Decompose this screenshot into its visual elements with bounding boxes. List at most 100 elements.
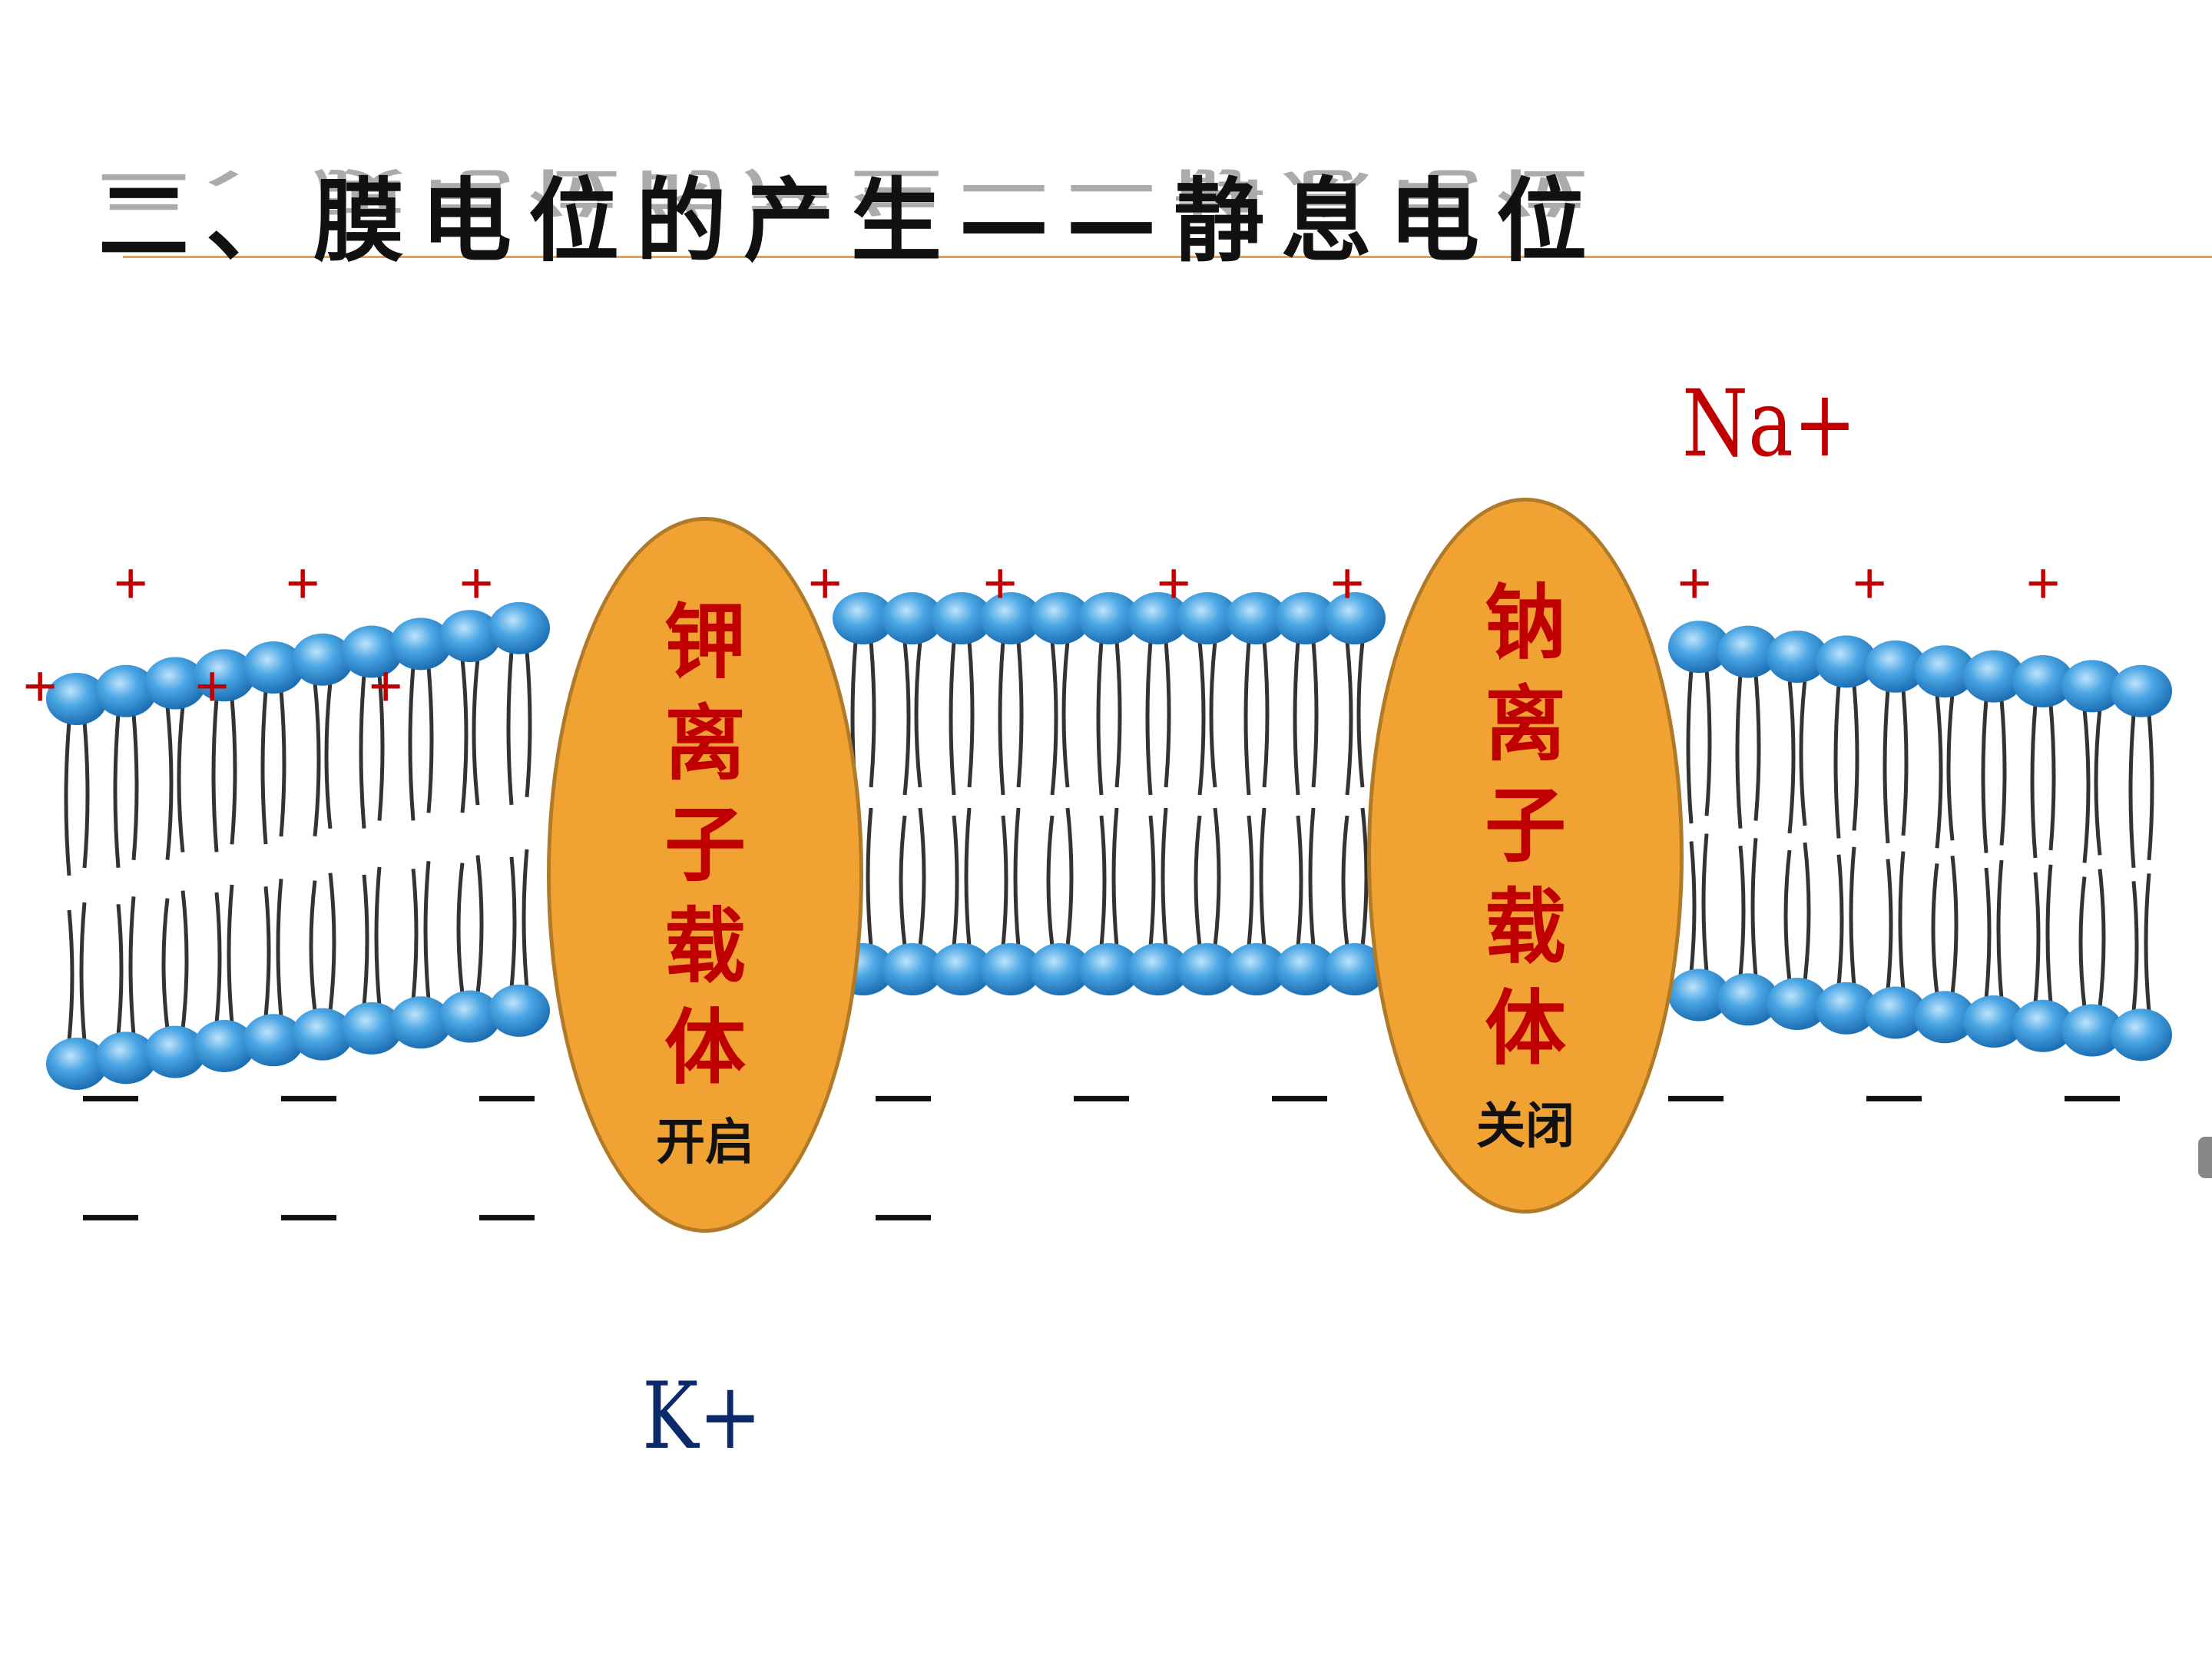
carrier-char: 载 bbox=[1485, 879, 1566, 975]
positive-charge-sign: + bbox=[808, 551, 843, 616]
negative-charge-sign: — bbox=[281, 1184, 336, 1245]
phospholipid-head bbox=[1078, 943, 1140, 995]
negative-charge-sign: — bbox=[1272, 1065, 1327, 1126]
phospholipid-head bbox=[1816, 982, 1877, 1035]
phospholipid-tail bbox=[128, 896, 136, 1035]
phospholipid-head bbox=[95, 1031, 157, 1084]
phospholipid-heads bbox=[46, 592, 2172, 1090]
phospholipid-tail bbox=[1849, 846, 1856, 985]
negative-charge-sign: — bbox=[281, 1065, 336, 1126]
phospholipid-head bbox=[1914, 991, 1975, 1044]
phospholipid-tail bbox=[1341, 815, 1349, 947]
phospholipid-head bbox=[1717, 973, 1779, 1026]
phospholipid-tail bbox=[1194, 815, 1202, 947]
phospholipid-tail bbox=[2131, 881, 2139, 1012]
phospholipid-tail bbox=[227, 884, 234, 1024]
phospholipid-tail bbox=[1898, 851, 1906, 990]
sodium-carrier: 钠 离 子 载 体 关闭 bbox=[1367, 498, 1684, 1214]
phospholipid-tail bbox=[899, 815, 907, 947]
negative-charge-sign: — bbox=[2065, 1065, 2120, 1126]
phospholipid-tail bbox=[460, 658, 469, 813]
phospholipid-tail bbox=[2078, 876, 2087, 1008]
phospholipid-tail bbox=[324, 682, 333, 830]
phospholipid-tail bbox=[2048, 704, 2056, 851]
phospholipid-tail bbox=[1735, 674, 1743, 829]
positive-charge-sign: + bbox=[23, 654, 58, 719]
phospholipid-tail bbox=[1050, 641, 1058, 796]
phospholipid-head bbox=[1275, 943, 1336, 995]
phospholipid-tail bbox=[1360, 807, 1369, 947]
phospholipid-head bbox=[1226, 592, 1287, 644]
phospholipid-tail bbox=[408, 667, 416, 821]
potassium-carrier-label: 钾 离 子 载 体 bbox=[551, 591, 859, 1098]
phospholipid-tail bbox=[914, 641, 922, 788]
phospholipid-tail bbox=[2094, 709, 2102, 856]
phospholipid-tail bbox=[2045, 864, 2053, 1004]
phospholipid-tail bbox=[2147, 714, 2154, 861]
phospholipid-tail bbox=[1704, 669, 1712, 816]
phospholipid-tail bbox=[1356, 641, 1365, 788]
phospholipid-tail bbox=[1013, 807, 1021, 947]
carrier-char: 体 bbox=[664, 999, 746, 1095]
carrier-char: 钾 bbox=[664, 594, 746, 690]
phospholipid-tail bbox=[161, 898, 170, 1029]
phospholipid-tail bbox=[869, 641, 876, 788]
phospholipid-head bbox=[1275, 592, 1336, 644]
carrier-char: 子 bbox=[664, 796, 746, 892]
phospholipid-tail bbox=[1935, 694, 1943, 849]
phospholipid-head bbox=[980, 943, 1041, 995]
phospholipid-tail bbox=[1996, 859, 2004, 999]
phospholipid-tail bbox=[1931, 863, 1939, 995]
phospholipid-tail bbox=[374, 866, 382, 1006]
carrier-char: 子 bbox=[1485, 777, 1566, 873]
phospholipid-tail bbox=[2082, 709, 2091, 863]
phospholipid-tail bbox=[1753, 674, 1761, 821]
phospholipid-tail bbox=[1833, 684, 1841, 839]
phospholipid-tail bbox=[967, 641, 975, 788]
phospholipid-tail bbox=[456, 863, 465, 994]
positive-charge-sign: + bbox=[286, 551, 320, 616]
positive-charge-sign: + bbox=[195, 654, 230, 719]
phospholipid-head bbox=[390, 996, 452, 1049]
phospholipid-head bbox=[1668, 621, 1730, 674]
phospholipid-head bbox=[341, 1002, 402, 1055]
phospholipid-head bbox=[1128, 943, 1189, 995]
phospholipid-head bbox=[194, 649, 255, 702]
positive-charge-sign: + bbox=[1330, 551, 1365, 616]
phospholipid-tail bbox=[1148, 815, 1156, 947]
phospholipid-tail bbox=[309, 880, 317, 1012]
phospholipid-head bbox=[2111, 664, 2172, 717]
phospholipid-tail bbox=[1984, 867, 1992, 999]
phospholipid-head bbox=[1324, 592, 1386, 644]
phospholipid-head bbox=[488, 601, 550, 654]
phospholipid-tail bbox=[964, 807, 972, 947]
phospholipid-tail bbox=[1046, 815, 1055, 947]
phospholipid-head bbox=[2012, 999, 2074, 1052]
phospholipid-tail bbox=[1259, 807, 1267, 947]
phospholipid-tail bbox=[423, 861, 431, 1000]
phospholipid-tail bbox=[1836, 854, 1844, 985]
phospholipid-tail bbox=[1111, 807, 1119, 947]
phospholipid-head bbox=[2111, 1008, 2172, 1061]
phospholipid-head bbox=[980, 592, 1041, 644]
phospholipid-tail bbox=[1164, 641, 1171, 788]
carrier-char: 载 bbox=[664, 898, 746, 994]
phospholipid-tail bbox=[2128, 714, 2136, 868]
phospholipid-tail bbox=[1065, 807, 1074, 947]
phospholipid-head bbox=[488, 984, 550, 1037]
phospholipid-tail bbox=[1999, 699, 2007, 846]
phospholipid-tail bbox=[263, 886, 271, 1018]
phospholipid-tail bbox=[1883, 689, 1890, 843]
phospholipid-tail bbox=[2033, 872, 2041, 1004]
phospholipid-head bbox=[1914, 645, 1975, 698]
phospholipid-head bbox=[882, 943, 943, 995]
potassium-ion-label: K+ bbox=[642, 1363, 762, 1470]
phospholipid-tail bbox=[1296, 815, 1303, 947]
phospholipid-tail bbox=[1783, 849, 1792, 982]
phospholipid-tail bbox=[67, 909, 75, 1041]
phospholipid-tail bbox=[1950, 856, 1959, 995]
negative-charge-sign: — bbox=[83, 1184, 138, 1245]
negative-charge-sign: — bbox=[479, 1065, 535, 1126]
phospholipid-tail bbox=[1803, 842, 1811, 982]
